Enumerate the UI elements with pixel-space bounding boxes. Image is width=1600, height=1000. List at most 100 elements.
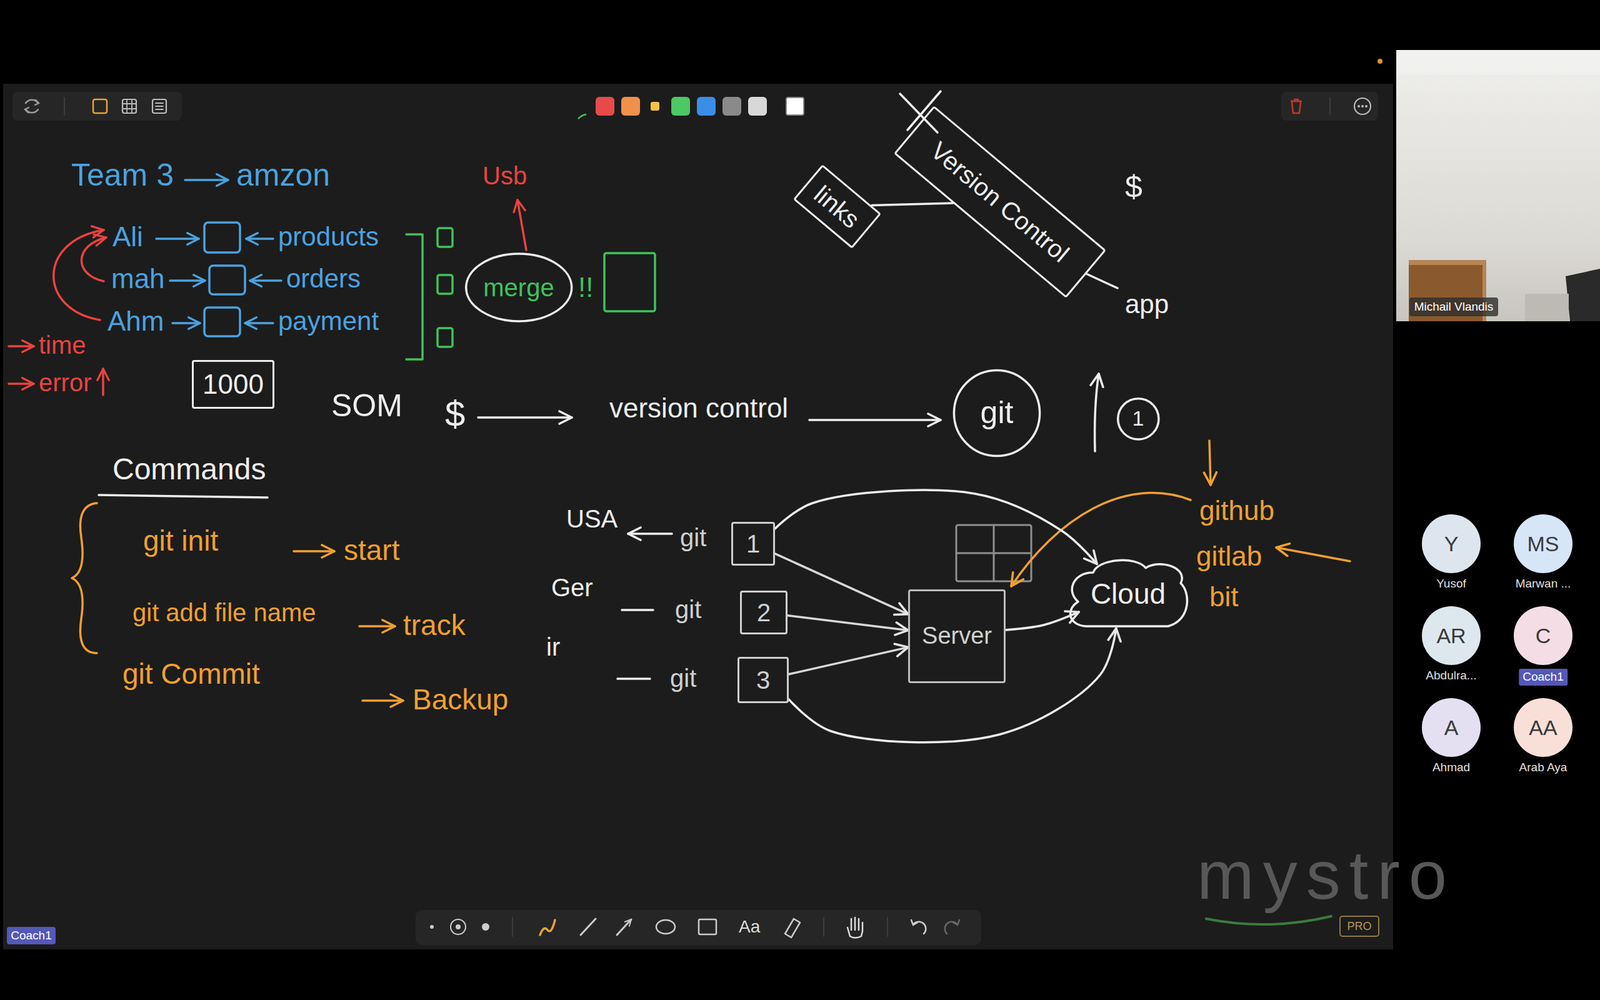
- node-text: git: [980, 395, 1014, 432]
- links-box: links: [793, 163, 882, 249]
- blue-sketch: [250, 279, 282, 282]
- label-holder: bit: [1209, 581, 1239, 614]
- watermark-swoosh: [1206, 916, 1332, 925]
- node-text: links: [809, 179, 867, 234]
- handwritten-note: start: [343, 533, 400, 567]
- connector-arrow: [1005, 611, 1079, 630]
- label-holder: track: [403, 608, 466, 642]
- red-sketch: [8, 382, 34, 385]
- handwritten-note: Ahm: [107, 305, 164, 338]
- orange-sketch: [1011, 493, 1191, 587]
- label-holder: git: [675, 595, 702, 624]
- connector-arrow: [775, 490, 1097, 564]
- blue-sketch: [156, 180, 282, 337]
- bottom-toolbar: [953, 920, 960, 925]
- node-text: Michail Vlandis: [1414, 300, 1494, 314]
- server-box: Server: [908, 589, 1006, 684]
- red-sketch: [8, 345, 34, 348]
- participant-avatar: ARAbdulra...: [1421, 606, 1481, 665]
- red-sketch: [53, 230, 104, 320]
- participant-avatar: AAArab Aya: [1513, 698, 1573, 757]
- white-sketch: [1095, 373, 1099, 452]
- label-holder: app: [1125, 289, 1169, 320]
- bottom-toolbar: [430, 925, 434, 929]
- bottom-toolbar: [580, 918, 596, 935]
- green-sketch: [406, 234, 423, 360]
- white-sketch: [809, 418, 941, 422]
- top-left-toolbar: [122, 99, 137, 114]
- node-text: 3: [756, 665, 770, 695]
- label-holder: git Commit: [122, 657, 260, 691]
- video-tile: [1396, 50, 1600, 322]
- blue-sketch: [246, 237, 274, 240]
- handwritten-note: amzon: [236, 157, 330, 194]
- top-right-toolbar: [1329, 97, 1331, 115]
- avatar-initials: AR: [1421, 606, 1481, 665]
- label-holder: Backup: [412, 683, 509, 717]
- avatar-initials: AA: [1513, 698, 1573, 757]
- handwritten-note: git Commit: [122, 657, 260, 691]
- green-sketch: [604, 253, 655, 312]
- connector-group: [775, 203, 1117, 743]
- cloud-shape: Cloud: [1065, 555, 1191, 633]
- label-holder: gitlab: [1196, 540, 1262, 573]
- connector-arrow: [775, 553, 909, 615]
- node-text: 1: [746, 529, 760, 559]
- video-tile: [1565, 268, 1600, 322]
- label-holder: git add file name: [132, 598, 317, 627]
- video-tile: [1408, 260, 1485, 265]
- node-text: 2: [756, 598, 771, 627]
- handwritten-note: $: [445, 393, 465, 435]
- step-circle: 1: [1117, 398, 1160, 440]
- white-sketch: [617, 677, 650, 680]
- blue-sketch: [156, 237, 199, 240]
- status-dot: [1377, 58, 1383, 64]
- white-sketch: [478, 416, 572, 419]
- handwritten-note: products: [278, 221, 379, 252]
- top-right-toolbar: [1281, 91, 1379, 121]
- bottom-toolbar: [415, 910, 982, 945]
- handwritten-note: USA: [566, 504, 618, 534]
- bottom-toolbar: [823, 917, 825, 937]
- top-left-toolbar: [12, 91, 182, 121]
- avatar-initials: MS: [1513, 514, 1573, 574]
- node-text: Coach1: [10, 928, 52, 943]
- label-holder: SOM: [331, 388, 403, 425]
- connector-arrow: [787, 615, 909, 631]
- top-left-toolbar: [155, 103, 164, 110]
- participant-name: Coach1: [1518, 668, 1568, 686]
- label-holder: time: [38, 330, 87, 360]
- label-holder: Commands: [112, 451, 266, 487]
- red-sketch: [8, 200, 527, 395]
- node-text: 1000: [202, 368, 264, 401]
- label-holder: mystro: [1196, 835, 1456, 915]
- blue-sketch: [204, 307, 240, 337]
- blue-sketch: [185, 178, 229, 182]
- node-text: Server: [921, 622, 992, 650]
- top-right-toolbar: [1365, 105, 1368, 108]
- green-sketch: [406, 228, 655, 360]
- participant-name: Yusof: [1436, 576, 1467, 592]
- label-holder: USA: [566, 504, 618, 534]
- orange-sketch: [71, 503, 97, 654]
- handwritten-note: mah: [111, 263, 165, 295]
- bottom-toolbar: [511, 917, 514, 937]
- label-holder: error: [38, 368, 92, 397]
- video-tile: [1396, 50, 1600, 75]
- label-holder: git: [680, 523, 707, 552]
- label-holder: ir: [546, 632, 560, 662]
- color-palette: [595, 96, 615, 116]
- bottom-toolbar: [847, 917, 863, 939]
- bottom-toolbar: [481, 923, 490, 931]
- label-holder: git: [670, 663, 697, 693]
- label-holder: $: [1125, 169, 1143, 206]
- count-box: 1000: [191, 360, 275, 409]
- circle-outline: [466, 253, 572, 322]
- blue-sketch: [245, 321, 274, 325]
- orange-sketch: [293, 550, 335, 553]
- blue-sketch: [170, 279, 205, 282]
- label-holder: Aa: [738, 916, 760, 937]
- avatar-initials: A: [1421, 698, 1481, 757]
- handwritten-note: git init: [143, 524, 219, 558]
